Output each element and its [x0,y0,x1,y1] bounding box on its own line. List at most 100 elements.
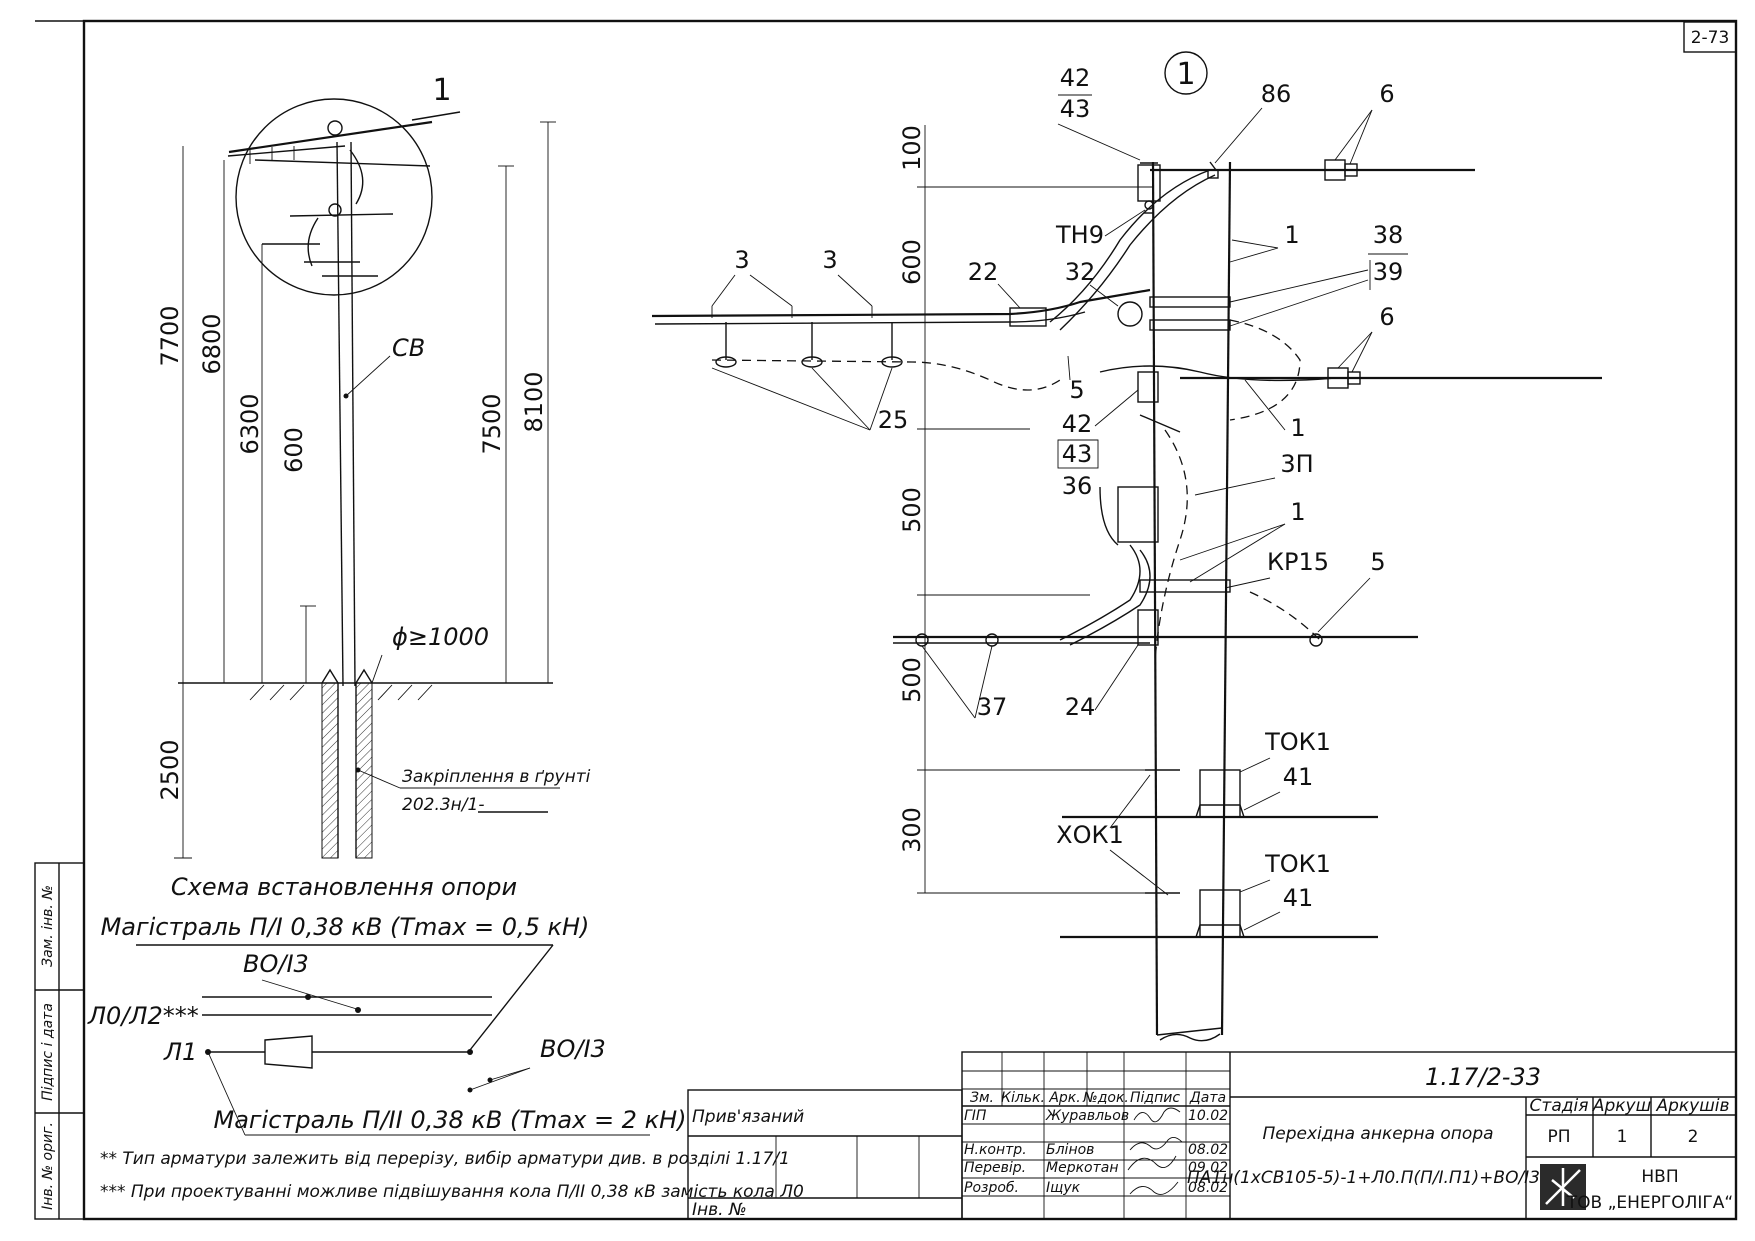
lbl-86: 86 [1261,80,1292,108]
title-line-2: ПА1н(1хСВ105-5)-1+Л0.П(П/І.П1)+ВО/І3.П4 [1187,1168,1569,1188]
lbl-1a: 1 [1284,221,1299,249]
diameter-label: ϕ≥1000 [392,623,489,651]
line-legend: Магістраль П/І 0,38 кВ (Тmax = 0,5 кН) В… [87,913,687,1136]
lbl-24: 24 [1065,693,1096,721]
vo-top-label: ВО/І3 [243,950,309,978]
dim-100: 100 [898,125,926,171]
lbl-43b: 43 [1062,440,1093,468]
signatures [1127,1107,1183,1195]
stage-value: РП [1547,1127,1570,1147]
lbl-43a: 43 [1060,95,1091,123]
ground-note: Закріплення в ґрунті [402,767,591,787]
row1-role: Н.контр. [964,1142,1027,1158]
head-ndok: №док. [1082,1090,1129,1106]
lbl-32: 32 [1065,258,1096,286]
vo-right-label: ВО/І3 [540,1035,606,1063]
lbl-41a: 41 [1283,763,1314,791]
row0-name: Журавльов [1045,1108,1129,1124]
lbl-tok1a: ТОК1 [1264,728,1331,756]
detail-labels: 42 43 86 6 ТН9 1 38 39 3 3 22 [711,64,1408,931]
main-line-2: Магістраль П/ІІ 0,38 кВ (Тmax = 2 кН) [214,1106,687,1134]
head-ark: Арк. [1048,1090,1080,1106]
lo-label: Л0/Л2*** [87,1002,199,1030]
stamp-zam-inv: Зам. інв. № [40,885,56,967]
lbl-25: 25 [878,406,909,434]
head-data: Дата [1189,1090,1226,1106]
vertical-dimensions: 7700 6800 6300 600 7500 8100 2500 [156,121,556,859]
dim-6800: 6800 [198,313,226,374]
dim-7700: 7700 [156,305,184,366]
row2-role: Перевір. [964,1160,1026,1176]
row2-date: 09.02 [1188,1160,1228,1176]
dim-6300: 6300 [236,393,264,454]
sheet-value: 1 [1617,1127,1628,1147]
stamp-pidpys-data: Підпис і дата [40,1003,56,1101]
lbl-41b: 41 [1283,884,1314,912]
sip-left-line [651,288,1151,318]
head-pidpys: Підпис [1130,1090,1180,1106]
dim-300: 300 [898,807,926,853]
installation-scheme: 1 ϕ≥1000 СВ [156,73,591,901]
org-line-2: ТОВ „ЕНЕРГОЛІГА“ [1566,1193,1734,1213]
dim-600: 600 [280,427,308,473]
row2-name: Меркотан [1046,1160,1119,1176]
lbl-36: 36 [1062,472,1093,500]
sheets-head: Аркушів [1655,1096,1729,1116]
lbl-1c: 1 [1290,498,1305,526]
lbl-3p: 3П [1280,450,1313,478]
company-logo [1540,1164,1586,1210]
lbl-5a: 5 [1069,376,1084,404]
lbl-xok1: ХОК1 [1056,821,1124,849]
dim-7500: 7500 [478,393,506,454]
title-block: Прив'язаний Інв. № Зм. Кільк. Арк. №док.… [687,1051,1737,1220]
transition-symbol [264,1035,313,1069]
foundation-hatch-left [321,682,339,859]
detail-dim-lines: 100 600 500 500 300 [898,125,1153,894]
head-zm: Зм. [970,1090,994,1106]
note-2: *** При проектуванні можливе підвішуванн… [100,1182,804,1202]
head-kilk: Кільк. [1001,1090,1045,1106]
pole-shaft [336,141,344,687]
sheet-code: 2-73 [1691,28,1730,48]
detail-callout-circle [235,98,433,296]
lbl-1b: 1 [1290,414,1305,442]
row3-date: 08.02 [1188,1180,1228,1196]
lbl-5b: 5 [1370,548,1385,576]
row1-name: Блінов [1046,1142,1094,1158]
lbl-37: 37 [977,693,1008,721]
note-1: ** Тип арматури залежить від перерізу, в… [100,1149,790,1169]
lbl-22: 22 [968,258,999,286]
callout-label: 1 [432,73,451,108]
lbl-6a: 6 [1379,80,1394,108]
sheets-value: 2 [1688,1127,1699,1147]
dim-2500: 2500 [156,739,184,800]
detail-drawing: 1 100 600 500 500 300 [651,51,1602,1042]
detail-number: 1 [1176,57,1195,92]
lbl-6b: 6 [1379,303,1394,331]
lbl-th9: ТН9 [1055,221,1104,249]
l1-label: Л1 [163,1038,197,1066]
lbl-38: 38 [1373,221,1404,249]
pole-label: СВ [392,334,425,362]
side-stamp: Зам. інв. № Підпис і дата Інв. № ориг. [34,862,85,1220]
detail-pole [1151,161,1159,1036]
stamp-inv-orig: Інв. № ориг. [40,1122,56,1210]
dim-600-d: 600 [898,239,926,285]
row3-role: Розроб. [964,1180,1019,1196]
detail-number-circle [1164,51,1208,95]
sheet-code-box [1683,21,1737,53]
lbl-3b: 3 [822,246,837,274]
lbl-42a: 42 [1060,64,1091,92]
lbl-42b: 42 [1062,410,1093,438]
row0-date: 10.02 [1188,1108,1228,1124]
row1-date: 08.02 [1188,1142,1228,1158]
ground-ref: 202.3н/1- [402,795,484,815]
outer-frame [82,19,1738,1221]
main-line-1: Магістраль П/І 0,38 кВ (Тmax = 0,5 кН) [101,913,590,941]
dim-8100: 8100 [520,371,548,432]
inv-no-label: Інв. № [692,1200,747,1220]
org-line-1: НВП [1641,1167,1678,1187]
bound-label: Прив'язаний [692,1107,804,1127]
row3-name: Іщук [1046,1180,1081,1196]
stage-head: Стадія [1530,1096,1589,1116]
